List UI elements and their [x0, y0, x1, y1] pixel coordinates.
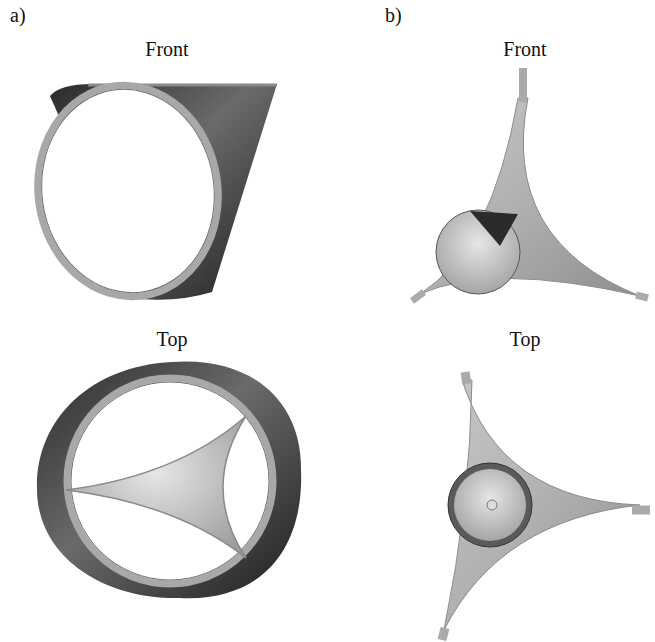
view-label: Front: [145, 38, 188, 60]
horn-top-view: [442, 372, 650, 640]
view-label: Top: [157, 328, 188, 350]
horn-front-view: [412, 68, 648, 301]
ring-front-view: [24, 74, 277, 309]
panel-label: a): [10, 4, 26, 26]
panel-label: b): [385, 4, 402, 26]
view-label: Top: [510, 328, 541, 350]
ring-top-view: [37, 361, 301, 598]
view-label: Front: [503, 38, 546, 60]
